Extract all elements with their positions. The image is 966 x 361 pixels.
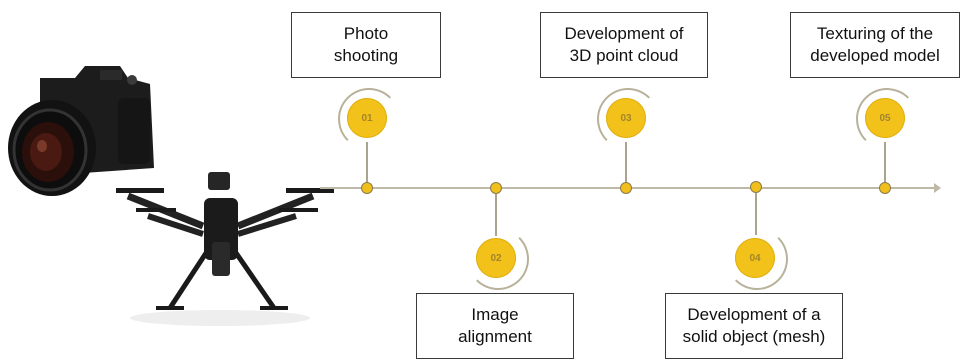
step-2-node	[490, 182, 502, 194]
step-4-node	[750, 181, 762, 193]
step-4-ring	[726, 228, 788, 290]
drone-icon	[116, 172, 334, 326]
step-2-badge: 02	[476, 238, 516, 278]
timeline-arrow-icon	[934, 183, 941, 193]
camera-icon	[8, 66, 154, 196]
step-4-badge: 04	[735, 238, 775, 278]
step-3-badge: 03	[606, 98, 646, 138]
step-3-node	[620, 182, 632, 194]
step-3-label: Development of 3D point cloud	[540, 12, 708, 78]
step-5-stem	[884, 142, 886, 186]
step-4-stem	[755, 193, 757, 235]
step-3-stem	[625, 142, 627, 186]
step-2-ring	[467, 228, 529, 290]
step-4-label: Development of a solid object (mesh)	[665, 293, 843, 359]
step-1-label: Photo shooting	[291, 12, 441, 78]
step-1-node	[361, 182, 373, 194]
step-2-stem	[495, 194, 497, 236]
step-3-ring	[597, 88, 659, 150]
step-5-node	[879, 182, 891, 194]
step-2-label: Image alignment	[416, 293, 574, 359]
step-1-badge: 01	[347, 98, 387, 138]
step-1-stem	[366, 142, 368, 186]
step-5-badge: 05	[865, 98, 905, 138]
step-5-label: Texturing of the developed model	[790, 12, 960, 78]
step-1-ring	[338, 88, 400, 150]
step-5-ring	[856, 88, 918, 150]
